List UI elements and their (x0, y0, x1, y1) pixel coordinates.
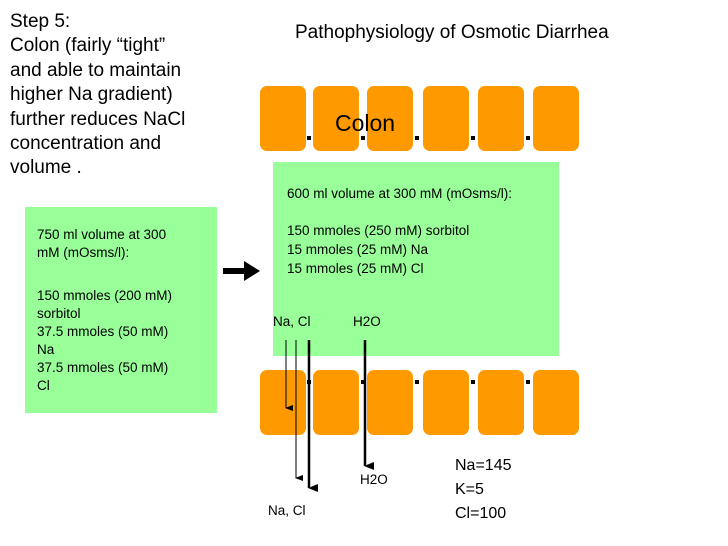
colon-lumen-box: 600 ml volume at 300 mM (mOsms/l): 150 m… (273, 162, 559, 356)
step-line: Colon (fairly “tight” (10, 35, 166, 57)
step-line: concentration and (10, 133, 162, 155)
epithelial-cell (367, 86, 413, 151)
potassium-value: K=5 (455, 481, 484, 498)
step-line: further reduces NaCl (10, 108, 186, 130)
initial-contents-box: 750 ml volume at 300 mM (mOsms/l): 150 m… (25, 207, 217, 413)
h2o-top-label: H2O (353, 314, 381, 329)
step-description: Step 5: Colon (fairly “tight” and able t… (10, 10, 230, 181)
tight-junction (415, 380, 419, 384)
tight-junction (471, 136, 475, 140)
tight-junction (526, 136, 530, 140)
tight-junction (526, 380, 530, 384)
page-title: Pathophysiology of Osmotic Diarrhea (295, 22, 609, 43)
step-line: Step 5: (10, 11, 71, 32)
step-line: and able to maintain (10, 59, 182, 81)
tight-junction (307, 136, 311, 140)
tight-junction (361, 380, 365, 384)
transition-arrow-icon (223, 261, 260, 281)
box-line: 15 mmoles (25 mM) Cl (287, 261, 424, 276)
box-line: 150 mmoles (200 mM) (37, 288, 173, 303)
epithelial-cell (367, 370, 413, 435)
step-line: higher Na gradient) (10, 84, 173, 106)
sodium-value: Na=145 (455, 457, 512, 474)
tight-junction (471, 380, 475, 384)
epithelial-cell (313, 370, 359, 435)
box-line: 600 ml volume at 300 mM (mOsms/l): (287, 186, 513, 201)
na-cl-top-label: Na, Cl (273, 314, 311, 329)
box-line: Cl (37, 378, 50, 393)
step-line: volume . (10, 157, 82, 179)
box-line: 150 mmoles (250 mM) sorbitol (287, 223, 470, 238)
epithelial-cell (533, 86, 579, 151)
box-line: Na (37, 342, 55, 357)
chloride-value: Cl=100 (455, 505, 507, 522)
box-line: 37.5 mmoles (50 mM) (37, 360, 169, 375)
epithelial-cell (423, 370, 469, 435)
epithelial-cell (533, 370, 579, 435)
h2o-bottom-label: H2O (360, 472, 388, 487)
epithelial-cell (423, 86, 469, 151)
epithelial-cell (260, 86, 306, 151)
epithelial-cell (478, 370, 524, 435)
box-line: mM (mOsms/l): (37, 245, 130, 260)
colon-label: Colon (335, 110, 396, 136)
tight-junction (415, 136, 419, 140)
box-line: 750 ml volume at 300 (37, 227, 167, 242)
epithelial-cell (260, 370, 306, 435)
epithelial-cell (313, 86, 359, 151)
epithelial-cell (478, 86, 524, 151)
na-cl-bottom-label: Na, Cl (268, 503, 306, 518)
tight-junction (361, 136, 365, 140)
box-line: sorbitol (37, 306, 81, 321)
box-line: 37.5 mmoles (50 mM) (37, 324, 169, 339)
box-line: 15 mmoles (25 mM) Na (287, 242, 429, 257)
